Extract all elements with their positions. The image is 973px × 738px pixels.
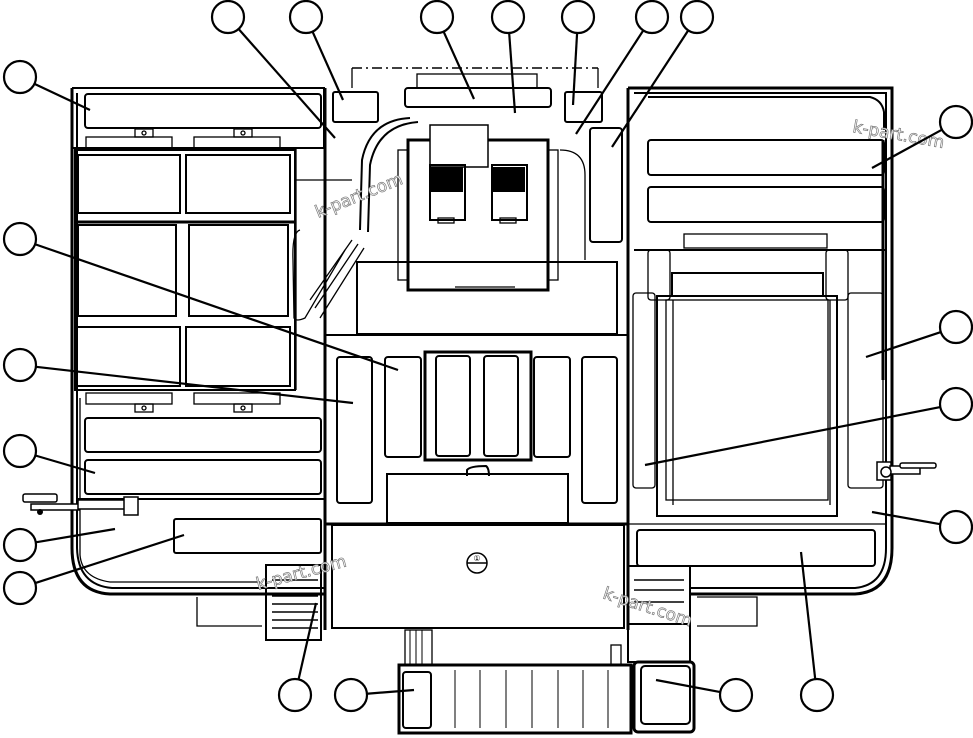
callout-circle [2,570,38,606]
leader-line [35,454,96,475]
left-console [22,87,325,627]
leader-line [35,365,354,405]
leader-line [865,331,942,359]
leader-line [442,31,476,100]
callout-circle [2,527,38,563]
callout-circle [634,0,670,35]
callout-c10 [2,221,399,372]
callout-c19 [333,677,415,713]
callout-c4 [419,0,476,100]
leader-line [799,551,817,680]
callout-c21 [799,551,835,713]
callout-circle [938,309,973,345]
leader-line [34,82,91,111]
callout-circle [210,0,246,35]
callout-c11 [2,347,354,405]
callout-circle [2,347,38,383]
callout-c15 [2,527,116,563]
leader-line [366,688,415,695]
leader-line [34,533,185,585]
callout-circle [333,677,369,713]
center-mark: ① [466,552,488,574]
leader-line [35,527,116,544]
callout-circle [277,677,313,713]
callout-circle [679,0,715,35]
callout-c7 [575,0,670,135]
callout-c3 [288,0,345,101]
callout-c20 [655,677,754,713]
callout-circle [2,433,38,469]
callout-c14 [644,386,973,467]
door-latch-left [22,493,139,516]
callout-circle [799,677,835,713]
callout-c2 [210,0,336,139]
callout-c9 [871,104,973,169]
callout-circle [2,221,38,257]
callout-circle [560,0,596,35]
leader-line [34,243,399,372]
leader-line [575,29,645,135]
callout-c8 [611,0,715,148]
bottom-section [265,564,696,735]
leader-line [871,510,941,526]
leader-line [655,678,721,694]
callout-circle [718,677,754,713]
leader-line [237,28,336,139]
callout-circle [938,386,973,422]
callout-circle [419,0,455,35]
callout-c17 [871,509,973,545]
leader-line [508,32,517,114]
callout-circle [288,0,324,35]
callout-circle [2,59,38,95]
callout-c5 [490,0,526,114]
callout-c1 [2,59,91,111]
callout-c12 [2,433,96,475]
leader-line [644,406,941,467]
door-latch-right [876,461,937,481]
callout-c13 [865,309,973,359]
right-console [628,86,937,627]
center-section: ① [292,67,630,630]
leader-line [571,32,579,106]
callout-circle [938,509,973,545]
callouts [2,0,973,713]
callout-c18 [277,602,318,713]
callout-circle [938,104,973,140]
watermarks: k-part.com k-part.com k-part.com k-part.… [254,117,946,632]
center-symbol: ① [473,554,480,563]
leader-line [311,31,345,101]
callout-circle [490,0,526,35]
leader-line [611,29,690,148]
leader-line [871,128,943,169]
callout-c6 [560,0,596,106]
leader-line [297,602,318,680]
callout-c16 [2,533,185,606]
